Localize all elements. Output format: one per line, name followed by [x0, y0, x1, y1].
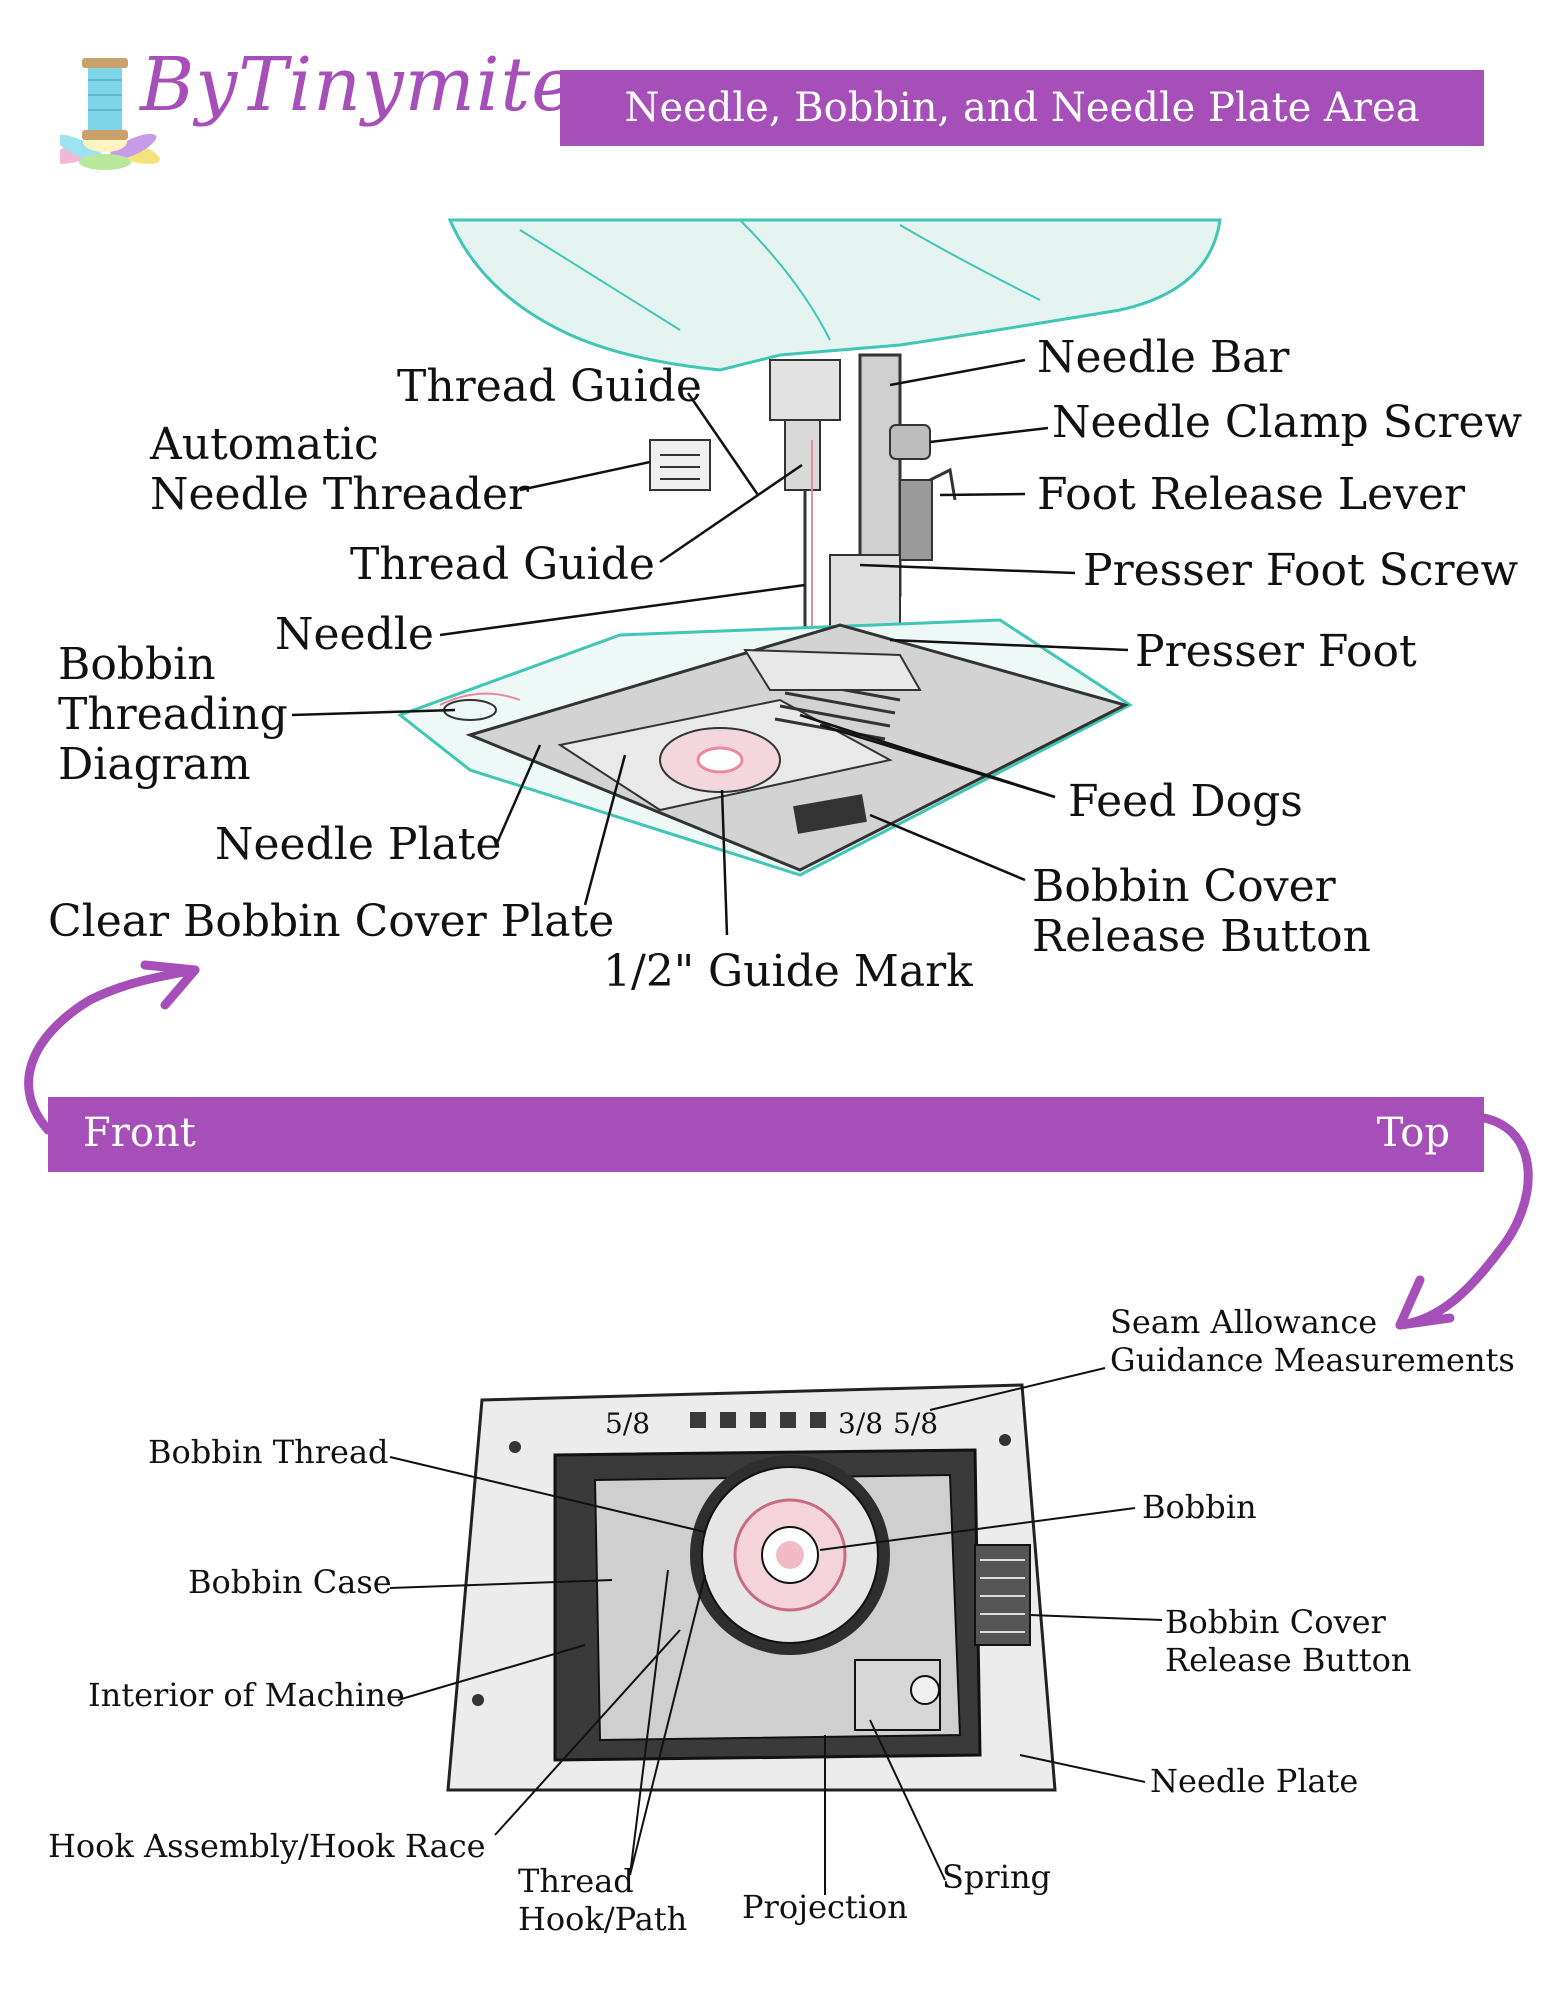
mark-five-eighths-right: 5/8	[893, 1407, 939, 1440]
label-projection: Projection	[742, 1888, 908, 1926]
label-needle: Needle	[275, 609, 434, 660]
label-presser-foot-screw: Presser Foot Screw	[1083, 545, 1519, 596]
label-needle-threader: Needle Threader	[150, 469, 530, 520]
spool-icon	[50, 58, 160, 170]
banner-top: Top	[1376, 1110, 1450, 1156]
label-seam-allowance: Seam Allowance	[1110, 1303, 1378, 1341]
label-hook-assembly: Hook Assembly/Hook Race	[48, 1827, 486, 1865]
brand-name: ByTinymite	[140, 42, 577, 128]
label-guide-mark: 1/2" Guide Mark	[603, 946, 973, 997]
front-leader-lines	[291, 358, 1129, 936]
label-bobbin-case: Bobbin Case	[188, 1563, 392, 1601]
page-title: Needle, Bobbin, and Needle Plate Area	[560, 70, 1484, 146]
front-arrow-icon	[24, 960, 200, 1135]
label-presser-foot: Presser Foot	[1135, 626, 1417, 677]
label-guidance-measurements: Guidance Measurements	[1110, 1341, 1515, 1379]
label-bobbin: Bobbin	[58, 639, 216, 690]
label-interior-of-machine: Interior of Machine	[88, 1676, 405, 1714]
view-banner: Front Top	[48, 1097, 1484, 1172]
label-top-bobbin: Bobbin	[1142, 1488, 1257, 1526]
front-bed-illustration	[396, 618, 1133, 877]
label-thread: Thread	[518, 1862, 634, 1900]
mark-five-eighths-left: 5/8	[605, 1407, 651, 1440]
label-thread-guide-upper: Thread Guide	[397, 361, 702, 412]
label-top-bobbin-cover: Bobbin Cover	[1165, 1603, 1386, 1641]
label-top-needle-plate: Needle Plate	[1150, 1762, 1359, 1800]
brand-logo	[50, 40, 540, 180]
label-clear-bobbin-cover-plate: Clear Bobbin Cover Plate	[48, 896, 615, 947]
label-diagram: Diagram	[58, 739, 251, 790]
label-automatic: Automatic	[150, 419, 379, 470]
label-threading: Threading	[58, 689, 288, 740]
mark-three-eighths: 3/8	[838, 1407, 884, 1440]
label-spring: Spring	[942, 1858, 1052, 1896]
top-arrow-icon	[1395, 1113, 1533, 1330]
label-release-button: Release Button	[1032, 911, 1371, 962]
label-feed-dogs: Feed Dogs	[1068, 776, 1303, 827]
label-top-release-button: Release Button	[1165, 1641, 1412, 1679]
label-needle-plate: Needle Plate	[215, 819, 502, 870]
label-needle-clamp-screw: Needle Clamp Screw	[1052, 397, 1523, 448]
needle-bar-illustration	[649, 353, 957, 650]
label-hook-path: Hook/Path	[518, 1900, 688, 1938]
top-view-illustration	[446, 1383, 1057, 1792]
machine-head-illustration	[447, 218, 1222, 372]
label-bobbin-cover: Bobbin Cover	[1032, 861, 1336, 912]
top-leader-lines	[389, 1367, 1163, 1895]
label-bobbin-thread: Bobbin Thread	[148, 1433, 389, 1471]
label-needle-bar: Needle Bar	[1037, 332, 1290, 383]
label-thread-guide-lower: Thread Guide	[350, 539, 655, 590]
banner-front: Front	[83, 1110, 196, 1156]
label-foot-release-lever: Foot Release Lever	[1037, 469, 1466, 520]
